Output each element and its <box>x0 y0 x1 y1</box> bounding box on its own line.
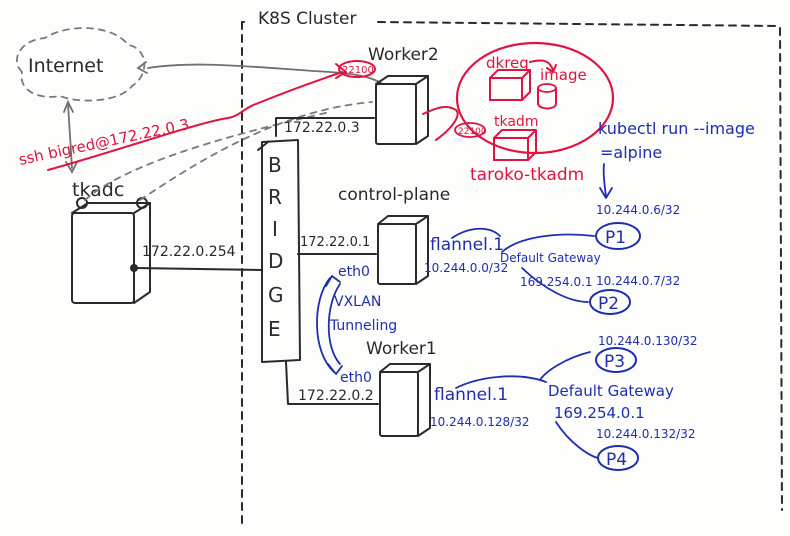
image-label: image <box>540 66 587 84</box>
pod-p2 <box>589 289 631 315</box>
gateway-w1-ip: 169.254.0.1 <box>554 404 645 422</box>
gateway-cp-label: Default Gateway <box>500 251 601 265</box>
taroko-tkadm-group <box>454 41 615 161</box>
vxlan-line1: VXLAN <box>334 294 381 310</box>
bridge-letter: I <box>272 217 278 241</box>
worker2-port: 22100 <box>342 65 374 76</box>
bridge-box <box>257 139 301 363</box>
tkadc-server <box>71 197 151 304</box>
control-plane-eth: eth0 <box>338 264 370 280</box>
gateway-cp-ip: 169.254.0.1 <box>520 275 593 289</box>
worker1-server <box>379 363 431 437</box>
pod-p4-label: P4 <box>606 450 627 470</box>
control-plane-ip: 172.22.0.1 <box>300 235 370 250</box>
kubectl-line1: kubectl run --image <box>598 119 755 138</box>
pod-p3-ip: 10.244.0.130/32 <box>598 334 697 348</box>
bridge-letter: R <box>268 185 282 209</box>
ssh-label: ssh bigred@172.22.0.3 <box>17 115 191 169</box>
gateway-w1-label: Default Gateway <box>548 382 674 400</box>
cluster-label: K8S Cluster <box>258 9 357 29</box>
pod-p1-ip: 10.244.0.6/32 <box>596 203 680 217</box>
worker2-server <box>375 75 429 145</box>
flannel-cp-subnet: 10.244.0.0/32 <box>424 261 508 275</box>
pod-p2-ip: 10.244.0.7/32 <box>596 274 680 288</box>
internet-label: Internet <box>28 55 103 77</box>
control-plane-server <box>377 215 429 285</box>
pod-p3 <box>595 347 637 373</box>
taroko-label: taroko-tkadm <box>470 165 584 185</box>
pod-p4-ip: 10.244.0.132/32 <box>596 427 695 441</box>
worker2-ip: 172.22.0.3 <box>284 120 360 136</box>
control-plane-label: control-plane <box>338 185 450 205</box>
cluster-boundary <box>241 21 783 529</box>
bridge-letter: B <box>268 153 282 177</box>
flannel-cp-name: flannel.1 <box>430 235 504 255</box>
flannel-w1-name: flannel.1 <box>434 385 508 405</box>
worker1-ip: 172.22.0.2 <box>298 388 374 404</box>
bridge-letter: G <box>268 283 284 307</box>
worker2-label: Worker2 <box>368 45 439 65</box>
worker2-port-badge <box>338 60 376 78</box>
vxlan-line2: Tunneling <box>329 318 397 334</box>
bridge-letter: D <box>268 249 283 273</box>
flannel-w1-subnet: 10.244.0.128/32 <box>430 415 529 429</box>
tkadc-ip: 172.22.0.254 <box>142 244 236 260</box>
tkadm-label: tkadm <box>494 114 538 130</box>
pod-p1 <box>595 222 641 250</box>
bridge-letter: E <box>268 317 281 341</box>
worker1-label: Worker1 <box>366 339 437 359</box>
worker1-eth: eth0 <box>340 370 372 386</box>
pod-p1-label: P1 <box>605 228 626 248</box>
dkreg-label: dkreg <box>486 54 529 72</box>
vxlan-tunnel <box>316 275 343 375</box>
pod-p3-label: P3 <box>604 352 625 372</box>
kubectl-line2: =alpine <box>600 143 662 162</box>
pod-p2-label: P2 <box>598 294 619 314</box>
taroko-port: 22100 <box>458 127 487 137</box>
